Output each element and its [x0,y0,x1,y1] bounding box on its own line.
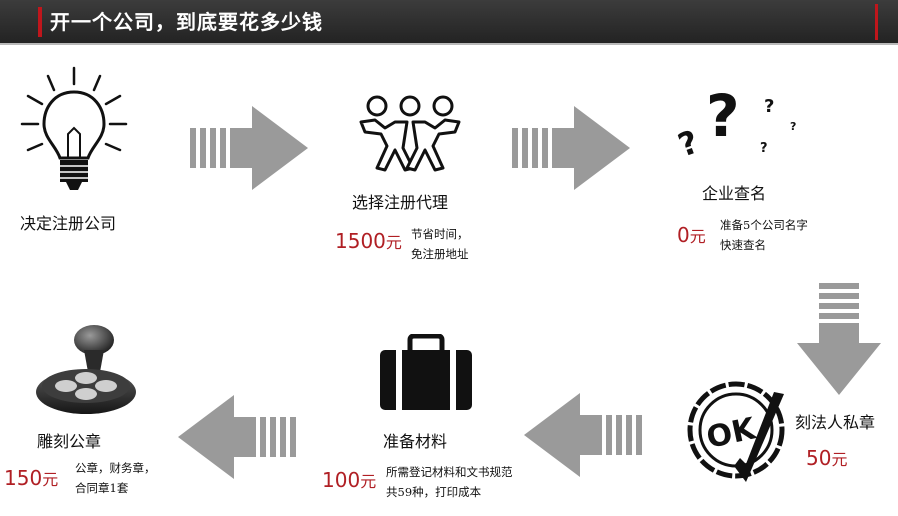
price-name-check: 0元 [677,223,706,247]
note-official-seal: 公章，财务章， 合同章1套 [75,458,156,498]
note-agent-line: 节省时间， [411,227,469,241]
arrow-down-icon [797,283,881,395]
price-private-seal: 50元 [806,446,847,470]
price-materials-value: 100 [322,468,361,492]
step-label-name-check: 企业查名 [702,184,767,203]
note-materials: 所需登记材料和文书规范 共59种，打印成本 [386,462,513,502]
note-official-seal-line: 公章，财务章， [75,461,156,475]
note-official-seal-line: 合同章1套 [75,481,129,495]
price-materials: 100元 [322,468,376,492]
lightbulb-icon [18,62,130,192]
price-name-check-value: 0 [677,223,690,247]
svg-text:?: ? [676,122,704,164]
arrow-right-icon [512,106,630,190]
note-materials-line: 所需登记材料和文书规范 [386,465,513,479]
svg-text:?: ? [760,141,768,156]
ok-stamp-icon: OK [684,374,790,486]
price-name-check-unit: 元 [689,227,706,246]
header-accent [38,7,42,37]
step-label-materials: 准备材料 [383,432,448,451]
step-label-official-seal: 雕刻公章 [37,432,102,451]
price-agent: 1500元 [335,229,402,253]
svg-text:?: ? [764,96,774,117]
note-name-check: 准备5个公司名字 快速查名 [720,215,808,255]
step-label-decide: 决定注册公司 [20,214,117,233]
people-icon [355,92,465,174]
note-name-check-line: 快速查名 [720,238,766,252]
price-official-seal-unit: 元 [42,470,59,489]
price-agent-unit: 元 [385,233,402,252]
price-official-seal: 150元 [4,466,58,490]
question-marks-icon: ? ? ? ? ? [676,76,806,172]
price-official-seal-value: 150 [4,466,43,490]
step-label-private-seal: 刻法人私章 [795,413,876,432]
arrow-left-icon [178,395,296,479]
briefcase-icon [378,334,474,412]
price-agent-value: 1500 [335,229,386,253]
arrow-left-icon [524,393,642,477]
price-private-seal-value: 50 [806,446,832,470]
svg-text:?: ? [790,120,796,133]
page-title: 开一个公司，到底要花多少钱 [50,10,323,34]
svg-text:?: ? [706,82,740,150]
price-materials-unit: 元 [360,472,377,491]
note-agent: 节省时间， 免注册地址 [411,224,469,264]
step-label-agent: 选择注册代理 [352,193,449,212]
price-private-seal-unit: 元 [831,450,848,469]
note-agent-line: 免注册地址 [411,247,469,261]
header-bar: 开一个公司，到底要花多少钱 [0,0,898,45]
note-name-check-line: 准备5个公司名字 [720,218,808,232]
header-right-accent [875,4,878,40]
arrow-right-icon [190,106,308,190]
note-materials-line: 共59种，打印成本 [386,485,482,499]
seal-stamp-icon [30,320,142,420]
